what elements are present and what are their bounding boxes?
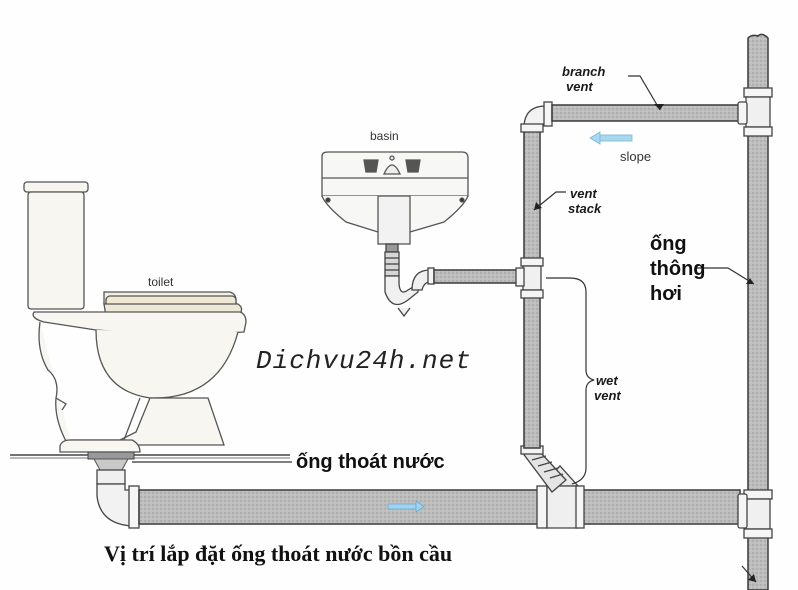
wet-vent-line1: wet xyxy=(596,373,618,388)
watermark: Dichvu24h.net xyxy=(256,346,472,376)
wye-fitting xyxy=(520,445,580,529)
toilet-flange xyxy=(87,451,135,471)
branch-vent-line2: vent xyxy=(566,79,593,94)
ong-thong-hoi-line3: hơi xyxy=(650,283,682,305)
main-drain-pipe xyxy=(138,489,542,525)
stack-upper-tee xyxy=(737,87,773,137)
vent-stack-label: vent stack xyxy=(568,186,601,216)
leader-lines xyxy=(132,75,757,583)
toilet-label: toilet xyxy=(148,275,174,289)
slope-arrow-icon xyxy=(589,131,633,145)
toilet-drain-elbow xyxy=(96,469,140,529)
drain-slope-arrow-icon xyxy=(387,500,425,513)
main-stack-pipe xyxy=(747,33,769,590)
ong-thoat-nuoc-label: ống thoát nước xyxy=(296,451,445,473)
p-trap xyxy=(384,243,435,318)
vent-stack-elbow xyxy=(520,101,553,133)
trap-arm-pipe xyxy=(433,269,519,284)
toilet-icon xyxy=(23,181,247,453)
sanitary-tee xyxy=(515,257,544,299)
drain-to-stack xyxy=(575,485,741,529)
branch-vent-label: branch vent xyxy=(562,64,605,94)
diagram-caption: Vị trí lắp đặt ống thoát nước bồn cầu xyxy=(104,541,453,566)
ong-thong-hoi-line1: ống xyxy=(650,233,687,255)
floor-line xyxy=(10,454,290,459)
slope-label: slope xyxy=(620,149,652,164)
vent-stack-line2: stack xyxy=(568,201,602,216)
wet-vent-line2: vent xyxy=(594,388,621,403)
stack-lower-tee xyxy=(737,489,773,539)
wet-vent-label: wet vent xyxy=(594,373,621,403)
branch-vent-pipe xyxy=(551,104,743,122)
branch-vent-line1: branch xyxy=(562,64,606,79)
ong-thong-hoi-label: ống thông hơi xyxy=(650,232,706,307)
basin-icon xyxy=(321,151,469,245)
ong-thong-hoi-line2: thông xyxy=(650,258,706,280)
basin-label: basin xyxy=(370,129,399,143)
vent-stack-line1: vent xyxy=(570,186,597,201)
leader-arrowheads xyxy=(534,104,756,582)
